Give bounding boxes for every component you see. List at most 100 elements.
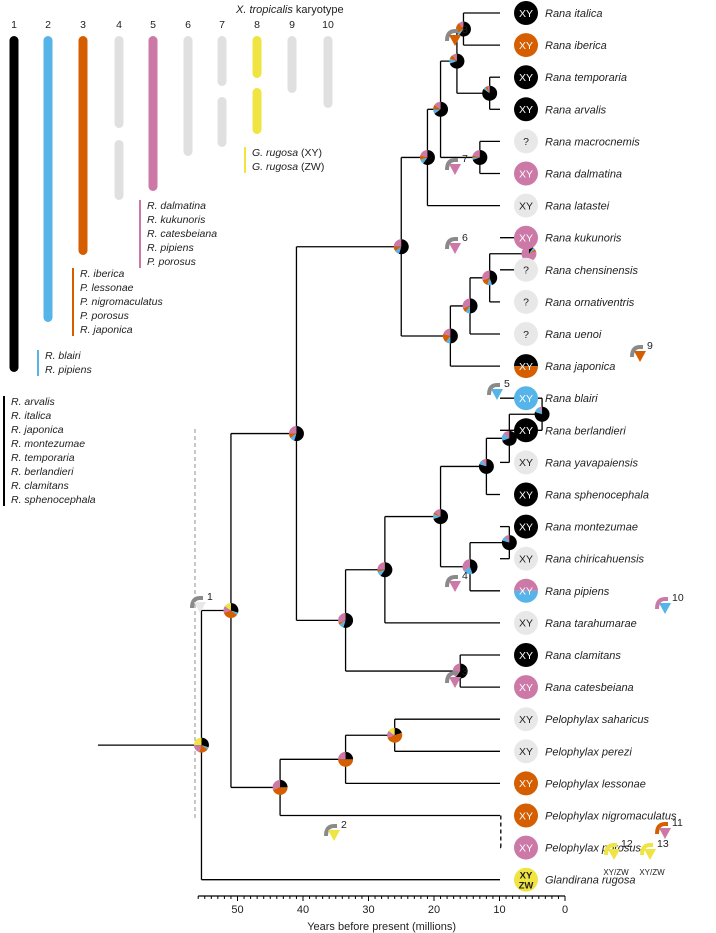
transition-9: 9 xyxy=(630,340,653,362)
node-pie xyxy=(288,426,304,442)
transition-arrow xyxy=(608,849,620,860)
tick-label: 30 xyxy=(362,904,374,916)
karyotype-species: R. iberica xyxy=(80,268,125,280)
pie-slice xyxy=(433,512,441,517)
sex-chromosome-badge-top xyxy=(514,354,538,367)
transition-arrow xyxy=(449,581,461,592)
pie-slice xyxy=(338,620,346,625)
transition-arrow xyxy=(644,849,656,860)
sex-chromosome-badge-top xyxy=(514,578,538,591)
species-name: Rana chiricahuensis xyxy=(545,554,645,566)
karyotype-species: R. kukunoris xyxy=(147,214,206,226)
pie-slice xyxy=(470,298,478,314)
badge-label: XY xyxy=(519,361,533,373)
node-pie xyxy=(521,246,537,262)
tick-label: 50 xyxy=(231,904,243,916)
pie-slice xyxy=(339,620,346,628)
badge-label: ? xyxy=(523,136,529,148)
tree-branches xyxy=(98,12,543,881)
pie-slice xyxy=(420,149,428,158)
pie-slice xyxy=(394,727,402,736)
species-name: Rana blairi xyxy=(545,393,598,405)
pie-slice xyxy=(387,730,395,738)
transition-number: 3 xyxy=(462,666,468,678)
transition-number: 1 xyxy=(207,591,213,603)
transition-arc xyxy=(655,597,668,610)
pie-slice xyxy=(288,433,297,438)
transition-4: 4 xyxy=(445,570,468,592)
pie-slice xyxy=(272,787,288,795)
pie-slice xyxy=(472,149,480,158)
species-name: Rana dalmatina xyxy=(545,169,622,181)
pie-slice xyxy=(481,458,487,467)
species-name: Rana temporaria xyxy=(545,72,627,84)
badge-label: XY xyxy=(519,586,533,598)
pie-slice xyxy=(338,759,354,767)
karyotype-species: R. sphenocephala xyxy=(11,494,96,506)
badge-label: XY xyxy=(519,842,533,854)
chromosome-6 xyxy=(183,36,193,156)
species-name: Rana catesbeiana xyxy=(545,682,634,694)
pie-slice xyxy=(534,407,543,415)
badge-label: XY xyxy=(519,746,533,758)
chromosome-4 xyxy=(114,36,124,128)
node-pie xyxy=(449,53,465,69)
group-bar-chr2 xyxy=(37,350,39,376)
pie-slice xyxy=(455,663,468,679)
sex-chromosome-badge xyxy=(514,193,538,218)
node-pie xyxy=(462,559,478,575)
transition-7: 7 xyxy=(445,153,468,175)
sex-chromosome-badge xyxy=(514,610,538,635)
transition-arrow xyxy=(449,677,461,688)
pie-slice xyxy=(294,426,304,442)
group-bar-chr1 xyxy=(3,396,5,506)
node-pie xyxy=(433,101,449,117)
badge-label: XY xyxy=(519,8,533,20)
pie-slice xyxy=(528,247,536,254)
pie-slice xyxy=(199,745,208,753)
transition-arc xyxy=(445,575,458,588)
pie-slice xyxy=(433,109,441,114)
transition-arrow xyxy=(194,602,206,613)
chromosome-number-5: 5 xyxy=(150,19,156,31)
node-pie xyxy=(338,612,354,628)
pie-slice xyxy=(433,509,449,525)
transition-arrow xyxy=(449,164,461,175)
pie-slice xyxy=(534,406,550,422)
transition-arc xyxy=(655,822,668,835)
species-name: Pelophylax lessonae xyxy=(545,778,646,790)
pie-slice xyxy=(393,246,402,252)
karyotype-species: G. rugosa (ZW) xyxy=(252,161,324,173)
sex-chromosome-badge xyxy=(514,418,538,443)
pie-slice xyxy=(502,430,517,446)
chromosome-3 xyxy=(78,36,88,255)
pie-slice xyxy=(465,305,471,314)
species-name: Rana uenoi xyxy=(545,329,602,341)
pie-slice xyxy=(504,535,510,543)
pie-slice xyxy=(528,249,537,254)
species-name: Pelophylax perezi xyxy=(545,746,632,758)
badge-label: ZW xyxy=(519,881,534,892)
karyotype-species: R. japonica xyxy=(80,324,133,336)
pie-slice xyxy=(539,406,543,415)
tick-label: 20 xyxy=(428,904,440,916)
species-name: Rana chensinensis xyxy=(545,265,638,277)
badge-label: XY xyxy=(519,489,533,501)
karyotype-species: R. clamitans xyxy=(11,480,70,492)
badge-label: XY xyxy=(519,554,533,566)
species-name: Rana tarahumarae xyxy=(545,618,637,630)
badge-label: XY xyxy=(519,618,533,630)
pie-slice xyxy=(470,559,478,574)
transition-arc xyxy=(445,29,458,42)
species-name: Rana arvalis xyxy=(545,104,607,116)
sex-chromosome-badge xyxy=(514,643,538,667)
transition-arc xyxy=(190,596,203,609)
karyotype-species: R. pipiens xyxy=(45,364,92,376)
